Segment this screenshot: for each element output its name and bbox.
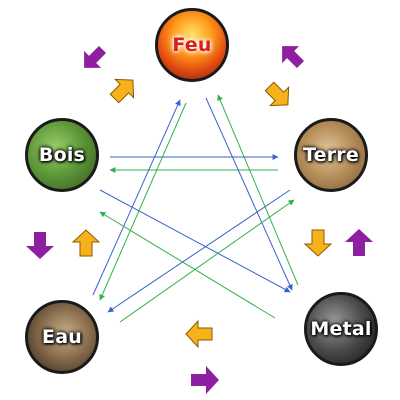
control-arrow-right-icon — [191, 366, 219, 394]
line-eau-terre-green — [119, 199, 295, 323]
line-metal-feu-green — [217, 94, 299, 286]
line-metal-bois-green — [99, 211, 276, 319]
control-arrow-down-left-icon — [84, 45, 107, 68]
generation-arrow-left-icon — [185, 319, 213, 349]
generation-arrow-up-right-icon — [109, 78, 135, 104]
element-terre: Terre — [294, 118, 368, 192]
generation-arrow-up-icon — [71, 229, 101, 257]
control-arrows — [26, 45, 373, 394]
element-bois-label: Bois — [38, 144, 86, 166]
control-arrow-up-left-icon — [282, 46, 305, 69]
line-eau-feu-blue — [92, 99, 181, 296]
line-bois-metal-blue — [99, 189, 291, 293]
line-feu-eau-green — [99, 102, 187, 301]
element-feu-label: Feu — [172, 34, 212, 56]
generation-arrows — [71, 78, 333, 349]
element-metal: Metal — [304, 292, 378, 366]
element-bois: Bois — [25, 118, 99, 192]
generation-arrow-down-right-icon — [264, 81, 290, 107]
generation-arrow-down-icon — [303, 229, 333, 257]
element-metal-label: Metal — [310, 318, 372, 340]
line-terre-eau-blue — [107, 189, 291, 313]
element-feu: Feu — [155, 8, 229, 82]
control-arrow-down-icon — [26, 232, 54, 259]
element-eau-label: Eau — [42, 326, 82, 348]
connection-lines — [92, 94, 299, 323]
element-terre-label: Terre — [303, 144, 359, 166]
control-arrow-up-icon — [345, 229, 373, 256]
line-feu-metal-blue — [205, 97, 293, 291]
element-eau: Eau — [25, 300, 99, 374]
